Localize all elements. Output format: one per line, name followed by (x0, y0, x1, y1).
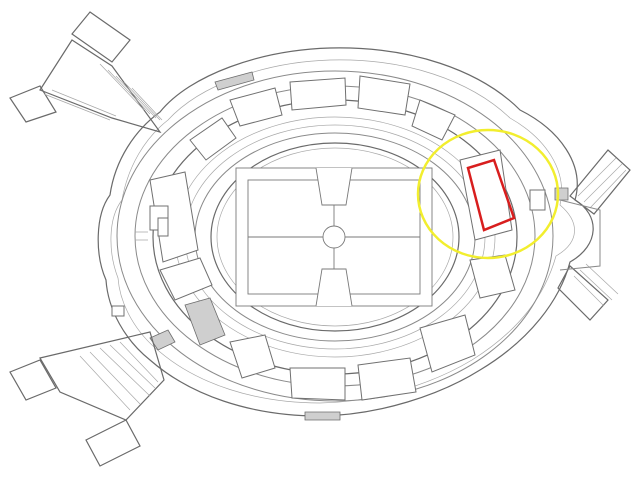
room-block-right (459, 149, 569, 299)
entrance-box (111, 305, 125, 317)
entrance-box (157, 217, 169, 237)
outer-boundary-inner (110, 59, 575, 404)
room-block-bottom (149, 297, 476, 421)
room-block-top (189, 71, 456, 161)
entrance-stair-northwest (9, 11, 163, 134)
highlighted-room (466, 158, 516, 232)
entrance-stair-southwest (9, 331, 165, 467)
entrance-stair-east (557, 149, 631, 321)
room-block-left (135, 171, 213, 301)
concourse-ring-outer (116, 70, 554, 402)
arena-floor-edge-inner (216, 147, 454, 327)
highlight-circle (416, 128, 560, 260)
court (235, 167, 433, 307)
outer-boundary (97, 47, 594, 417)
arena-floor-edge (210, 142, 460, 332)
